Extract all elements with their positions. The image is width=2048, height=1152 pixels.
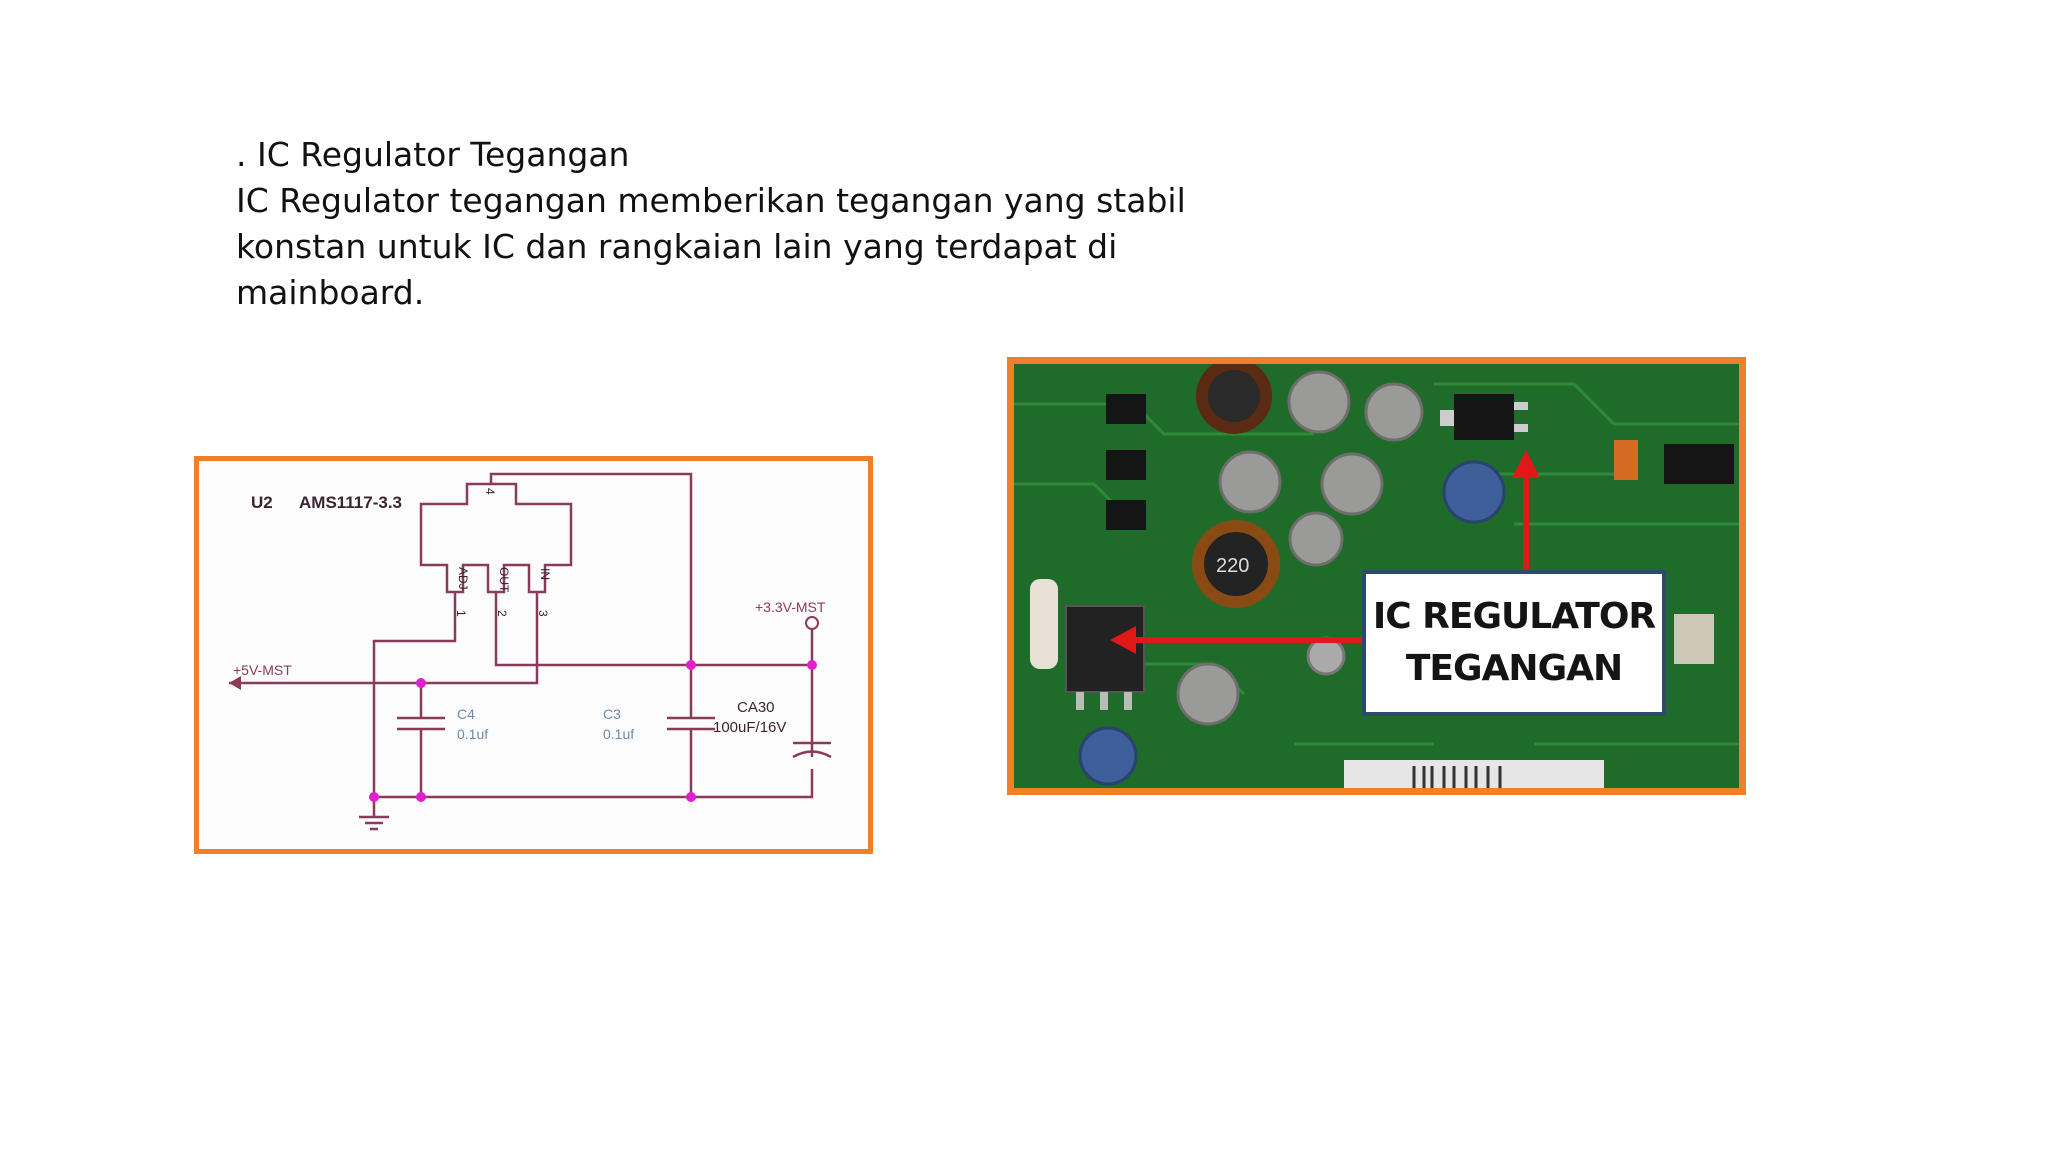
ground-symbol — [359, 815, 389, 831]
smd-chip — [1106, 394, 1146, 424]
junction — [807, 660, 817, 670]
capacitor — [1288, 511, 1344, 567]
schematic-drawing: U2 AMS1117-3.3 4 ADJ OUT IN 1 2 3 +5V-MS… — [229, 472, 832, 831]
net-label-input: +5V-MST — [233, 662, 292, 678]
slide-heading: . IC Regulator Tegangan — [236, 135, 630, 174]
capacitor — [1364, 382, 1424, 442]
cap-value-ca30: 100uF/16V — [713, 719, 786, 736]
junction — [416, 678, 426, 688]
capacitor — [1306, 636, 1346, 676]
slide-text-block: . IC Regulator Tegangan IC Regulator teg… — [236, 132, 1186, 316]
pin-label-adj: ADJ — [456, 567, 470, 590]
capacitor-c3 — [667, 716, 715, 731]
output-connector — [805, 616, 819, 630]
smd-chip — [1664, 444, 1734, 484]
part-ref: U2 — [251, 493, 273, 512]
pcb-photo: 220 IC — [1007, 357, 1746, 795]
slide-body-line: mainboard. — [236, 273, 425, 312]
regulator-body — [419, 482, 573, 594]
junction — [686, 792, 696, 802]
capacitor — [1442, 460, 1506, 524]
component — [1674, 614, 1714, 664]
cap-ref-ca30: CA30 — [737, 699, 775, 716]
smd-chip — [1106, 450, 1146, 480]
pin-number: 3 — [536, 610, 550, 617]
pin-tab-number: 4 — [483, 488, 497, 495]
pin-number: 2 — [495, 610, 509, 617]
resistor — [1030, 579, 1058, 669]
capacitor — [1218, 450, 1282, 514]
capacitor — [1287, 370, 1351, 434]
regulator-schematic: U2 AMS1117-3.3 4 ADJ OUT IN 1 2 3 +5V-MS… — [194, 456, 873, 854]
capacitor-c4 — [397, 716, 445, 731]
cap-ref-c3: C3 — [603, 706, 621, 722]
part-number: AMS1117-3.3 — [299, 493, 402, 512]
cap-ref-c4: C4 — [457, 706, 475, 722]
pin-label-in: IN — [538, 568, 552, 580]
regulator-chip — [1454, 394, 1514, 440]
junction — [686, 660, 696, 670]
slide-body-line: konstan untuk IC dan rangkaian lain yang… — [236, 227, 1118, 266]
capacitor — [1078, 726, 1138, 786]
callout-line-1: IC REGULATOR — [1372, 596, 1656, 637]
pin-number: 1 — [454, 610, 468, 617]
slide-body-line: IC Regulator tegangan memberikan teganga… — [236, 181, 1186, 220]
net-label-output: +3.3V-MST — [755, 599, 826, 615]
input-arrow — [229, 676, 241, 690]
ic-regulator-callout: IC REGULATOR TEGANGAN — [1362, 570, 1666, 716]
capacitor — [1320, 452, 1384, 516]
inductor-marking: 220 — [1216, 555, 1249, 577]
capacitor — [1176, 662, 1240, 726]
wire — [494, 592, 812, 667]
ground-rail — [374, 769, 814, 799]
smd-chip — [1106, 500, 1146, 530]
component — [1614, 440, 1638, 480]
junction — [416, 792, 426, 802]
capacitor-ca30 — [792, 741, 832, 759]
junction — [369, 792, 379, 802]
wire — [229, 592, 539, 685]
wire — [489, 472, 693, 665]
cap-value-c3: 0.1uf — [603, 726, 634, 742]
barcode-label — [1344, 760, 1604, 788]
wire — [372, 592, 457, 797]
pin-label-out: OUT — [497, 567, 511, 593]
cap-value-c4: 0.1uf — [457, 726, 488, 742]
callout-line-2: TEGANGAN — [1405, 648, 1623, 689]
